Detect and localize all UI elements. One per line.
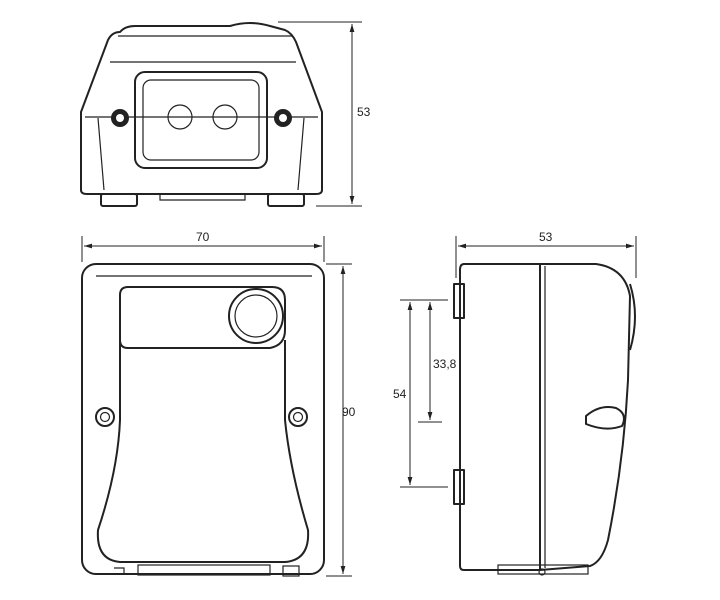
dim-label-side-width: 53	[539, 230, 553, 244]
front-view	[81, 263, 325, 577]
dimension-top-height: 53	[278, 21, 371, 207]
dimension-front-height: 90	[326, 263, 356, 577]
dimension-front-width: 70	[81, 230, 325, 262]
dim-label-front-height: 90	[342, 405, 356, 419]
top-view	[80, 22, 323, 207]
dim-label-front-width: 70	[196, 230, 210, 244]
side-view	[453, 263, 636, 576]
dim-label-side-mount-inner: 33,8	[433, 357, 457, 371]
dimension-side-width: 53	[455, 230, 637, 278]
dim-label-side-mount-outer: 54	[393, 387, 407, 401]
dim-label-top-height: 53	[357, 105, 371, 119]
dimension-side-mount: 54 33,8	[393, 299, 457, 488]
